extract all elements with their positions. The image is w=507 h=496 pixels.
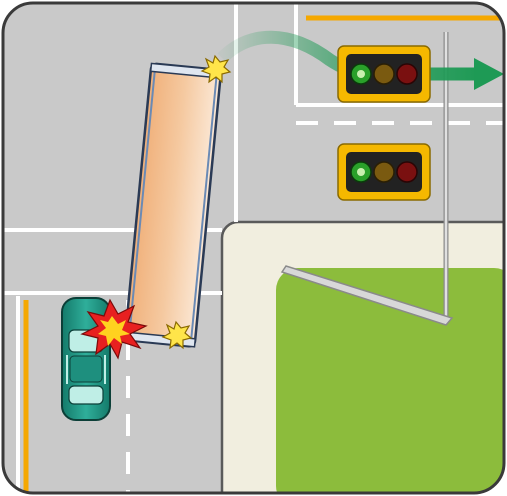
yellow-light-icon: [374, 162, 394, 182]
lower-traffic-light: [338, 144, 430, 200]
upper-traffic-light: [338, 46, 430, 102]
yellow-light-icon: [374, 64, 394, 84]
red-light-icon: [397, 162, 417, 182]
red-light-icon: [397, 64, 417, 84]
